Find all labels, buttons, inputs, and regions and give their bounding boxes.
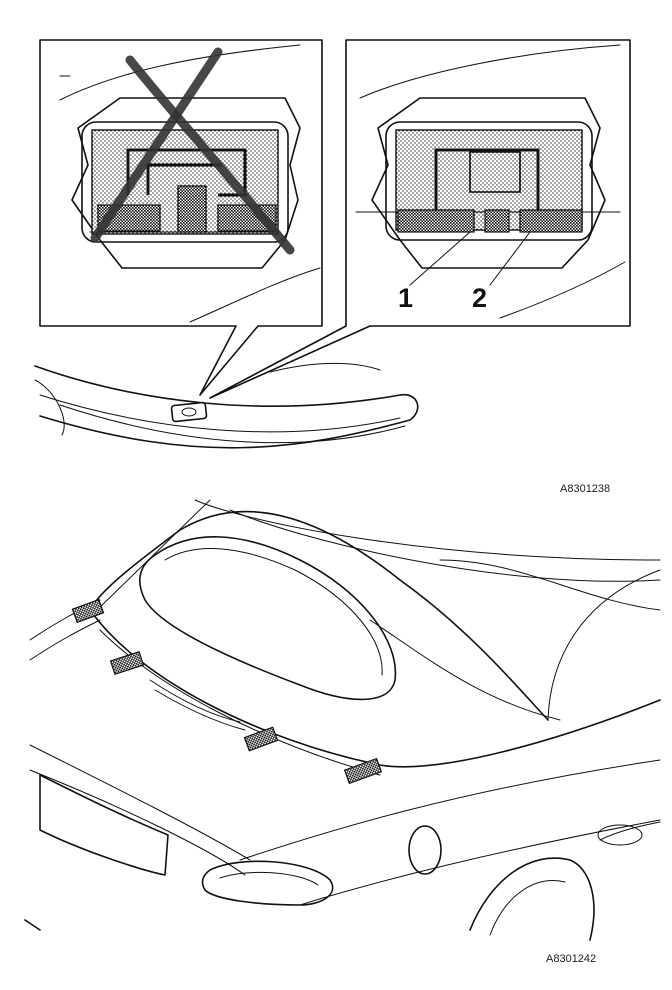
callout-1: 1 <box>398 283 413 313</box>
mount-outline <box>126 148 247 197</box>
brake-light <box>149 679 241 723</box>
mount-frame <box>385 121 593 241</box>
leader-line-2 <box>489 231 531 286</box>
cross-mark <box>125 55 295 255</box>
edge-mark <box>24 919 41 931</box>
spoiler-edge <box>59 404 406 444</box>
trunk-face <box>29 744 251 861</box>
c-pillar <box>439 559 661 611</box>
window-inner <box>164 548 383 676</box>
callout-2: 2 <box>472 283 487 313</box>
figure-reference-bottom: A8301242 <box>546 953 596 965</box>
top-figure: 1 2 A8301238 <box>34 39 631 495</box>
quarter-line <box>299 819 661 906</box>
detail-frame-right <box>209 39 631 399</box>
spoiler-outline <box>89 609 661 768</box>
bg-curve <box>189 267 321 323</box>
spoiler-end <box>34 379 65 436</box>
spoiler-lower <box>99 629 381 776</box>
bg-curve <box>499 261 626 319</box>
wheel-arch <box>469 857 595 941</box>
tail-light-inner <box>219 871 319 886</box>
detail-frame-left <box>39 39 323 396</box>
door-line <box>599 821 661 841</box>
spoiler-body <box>34 365 419 449</box>
clip-position <box>71 598 105 624</box>
bg-curve <box>59 44 301 101</box>
tail-light <box>201 860 334 906</box>
center-clip <box>177 185 207 233</box>
bottom-figure: A8301242 <box>24 499 661 965</box>
license-plate-recess <box>39 774 169 876</box>
side-marker <box>597 824 643 846</box>
figure-reference-top: A8301238 <box>560 483 610 495</box>
clip-position <box>343 757 383 785</box>
leader-line-1 <box>409 231 471 286</box>
wheel-arch-inner <box>489 880 566 936</box>
bg-curve <box>359 44 621 99</box>
spoiler-edge <box>39 394 401 433</box>
clip-hole <box>181 407 197 417</box>
rear-window <box>139 536 397 701</box>
bracket-plate <box>371 97 606 269</box>
mount-window <box>469 151 521 193</box>
mount-outline <box>434 148 540 210</box>
clip-position <box>243 726 279 752</box>
fuel-door <box>408 825 442 875</box>
body-line <box>29 619 101 661</box>
pad-1 <box>397 209 475 233</box>
clip-location <box>170 401 208 423</box>
detail-panel-correct: 1 2 <box>209 39 631 399</box>
trunk-face <box>29 769 246 876</box>
detail-panel-incorrect <box>39 39 323 396</box>
cross-mark <box>90 47 223 243</box>
brake-light <box>154 689 246 731</box>
trunk-spoiler <box>34 362 419 449</box>
spoiler-edge <box>269 362 381 373</box>
roof-line <box>229 509 661 582</box>
quarter-line <box>239 759 661 861</box>
bracket-plate <box>71 97 301 269</box>
pad-2 <box>519 209 583 233</box>
c-pillar <box>547 569 661 721</box>
roof-line <box>194 499 661 561</box>
clip-center <box>484 209 510 233</box>
deck-outline <box>89 510 549 721</box>
clip-position <box>109 650 145 676</box>
c-pillar <box>369 619 561 721</box>
